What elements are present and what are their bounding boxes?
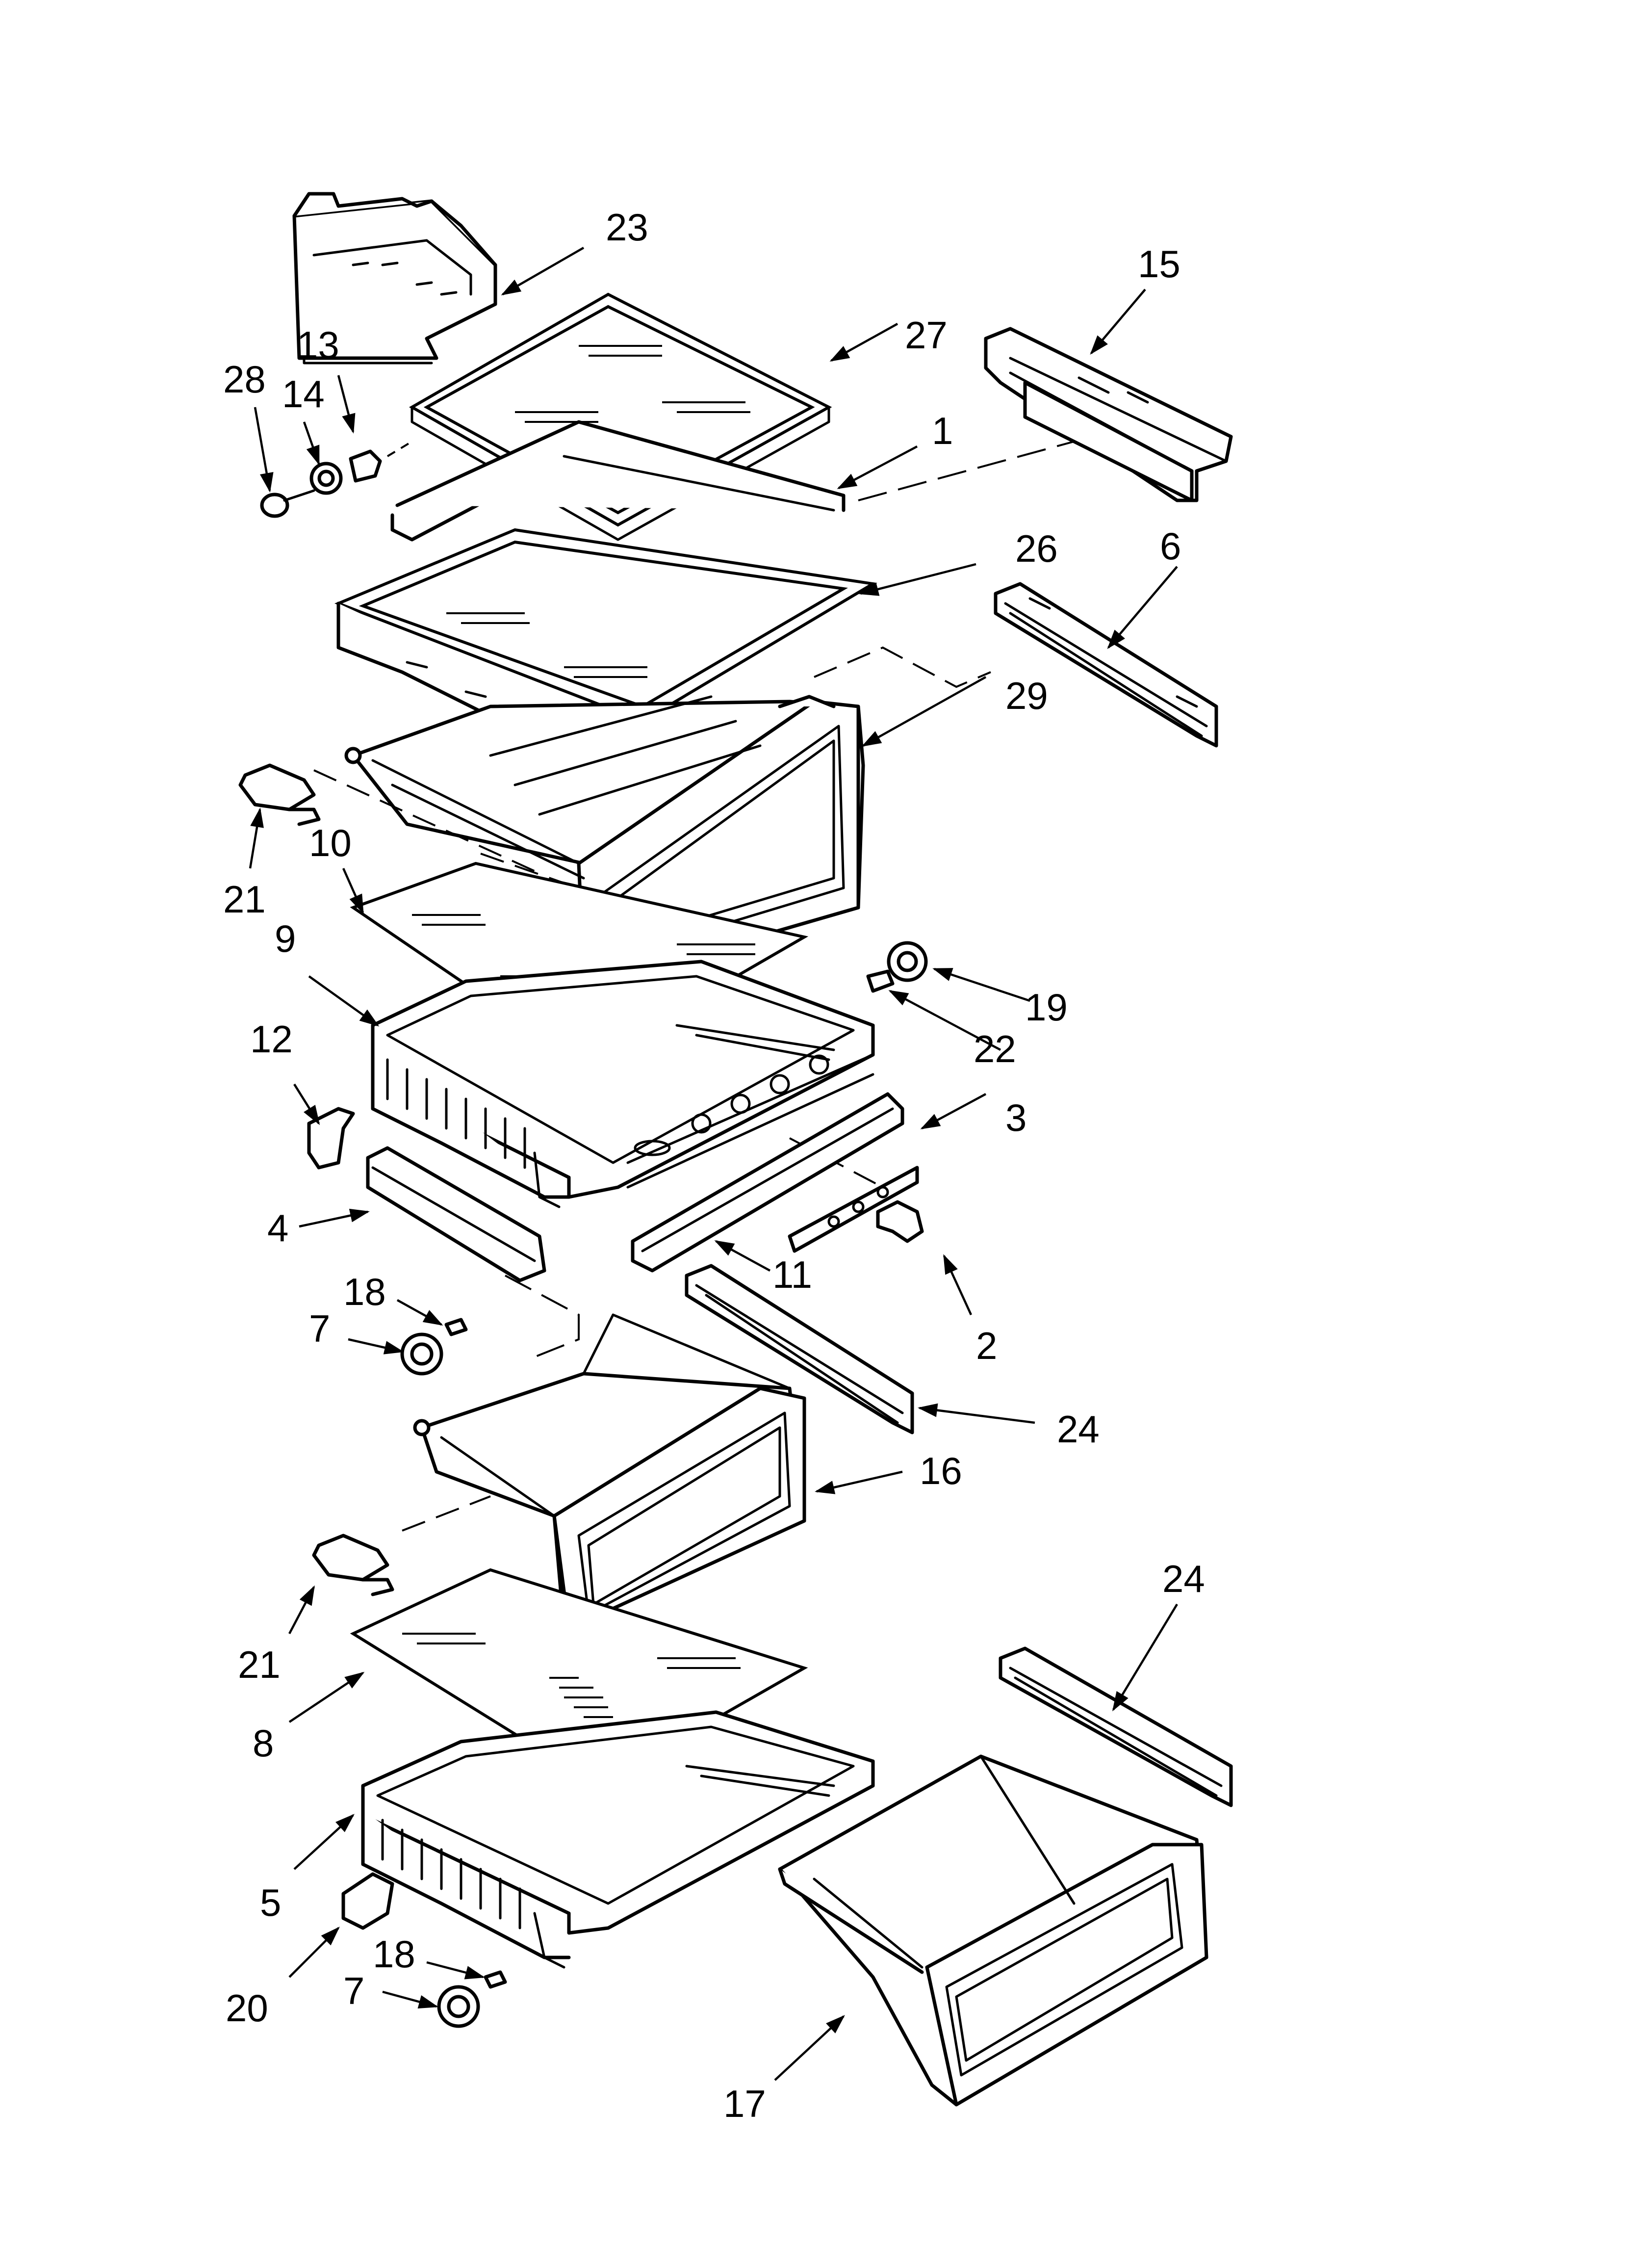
- part-16-crisper-drawer: [413, 1313, 806, 1631]
- parts-28-14-13-hardware: [260, 441, 413, 518]
- callout-12: 12: [250, 1017, 293, 1061]
- callout-19: 19: [1025, 986, 1068, 1029]
- part-6-slide-rail: [994, 582, 1218, 748]
- callout-22: 22: [974, 1027, 1016, 1070]
- part-5-crisper-frame: [361, 1710, 875, 1969]
- part-19-22-knob: [866, 941, 928, 993]
- callout-1: 1: [932, 409, 953, 452]
- callout-4: 4: [267, 1206, 288, 1250]
- callout-18-upper: 18: [343, 1270, 386, 1313]
- part-20-cover: [341, 1872, 394, 1930]
- part-7-18-roller-upper: [400, 1318, 468, 1376]
- part-9-crisper-frame: [371, 960, 875, 1208]
- callout-23: 23: [606, 206, 648, 249]
- callout-7-lower: 7: [343, 1969, 364, 2012]
- callout-24-middle: 24: [1057, 1408, 1100, 1451]
- part-24-rail-lower: [999, 1646, 1233, 1807]
- callout-10: 10: [309, 821, 352, 864]
- callout-labels: 23 13 28 14 27 15 1 26 6 29 21 10 9 19 2…: [223, 206, 1205, 2125]
- part-7-18-roller-lower: [437, 1970, 507, 2028]
- callout-24-lower: 24: [1162, 1557, 1205, 1600]
- part-26-shelf-frame: [334, 420, 877, 767]
- callout-29: 29: [1005, 674, 1048, 717]
- callout-13: 13: [297, 323, 339, 366]
- part-2-latch: [876, 1200, 924, 1243]
- callout-6: 6: [1160, 524, 1181, 568]
- callout-27: 27: [905, 313, 948, 357]
- part-4-handle: [366, 1146, 546, 1282]
- callout-leaders: [249, 247, 1178, 2081]
- callout-7-upper: 7: [309, 1307, 330, 1350]
- part-24-rail-middle: [685, 1264, 914, 1434]
- callout-11: 11: [772, 1253, 812, 1296]
- part-11-trim: [631, 1092, 904, 1273]
- part-12-clip: [307, 1107, 355, 1170]
- callout-2: 2: [976, 1324, 997, 1367]
- callout-21-lower: 21: [238, 1643, 281, 1686]
- callout-3: 3: [1005, 1096, 1026, 1139]
- callout-26: 26: [1015, 527, 1058, 570]
- callout-17: 17: [723, 2082, 766, 2125]
- part-3-bracket: [788, 1166, 919, 1253]
- part-15-shelf-rail: [984, 327, 1233, 502]
- part-21-clip-lower: [312, 1534, 394, 1596]
- callout-14: 14: [282, 372, 325, 416]
- part-17-bottom-drawer: [778, 1754, 1208, 2107]
- callout-15: 15: [1138, 242, 1180, 286]
- part-21-clip-upper: [238, 763, 321, 826]
- callout-28: 28: [223, 358, 266, 401]
- callout-5: 5: [260, 1881, 281, 1924]
- callout-9: 9: [275, 917, 296, 960]
- callout-8: 8: [253, 1721, 274, 1765]
- callout-20: 20: [226, 1986, 268, 2030]
- callout-16: 16: [920, 1449, 962, 1492]
- part-23-bin: [292, 192, 497, 365]
- callout-18-lower: 18: [373, 1932, 415, 1976]
- callout-21-upper: 21: [223, 878, 266, 921]
